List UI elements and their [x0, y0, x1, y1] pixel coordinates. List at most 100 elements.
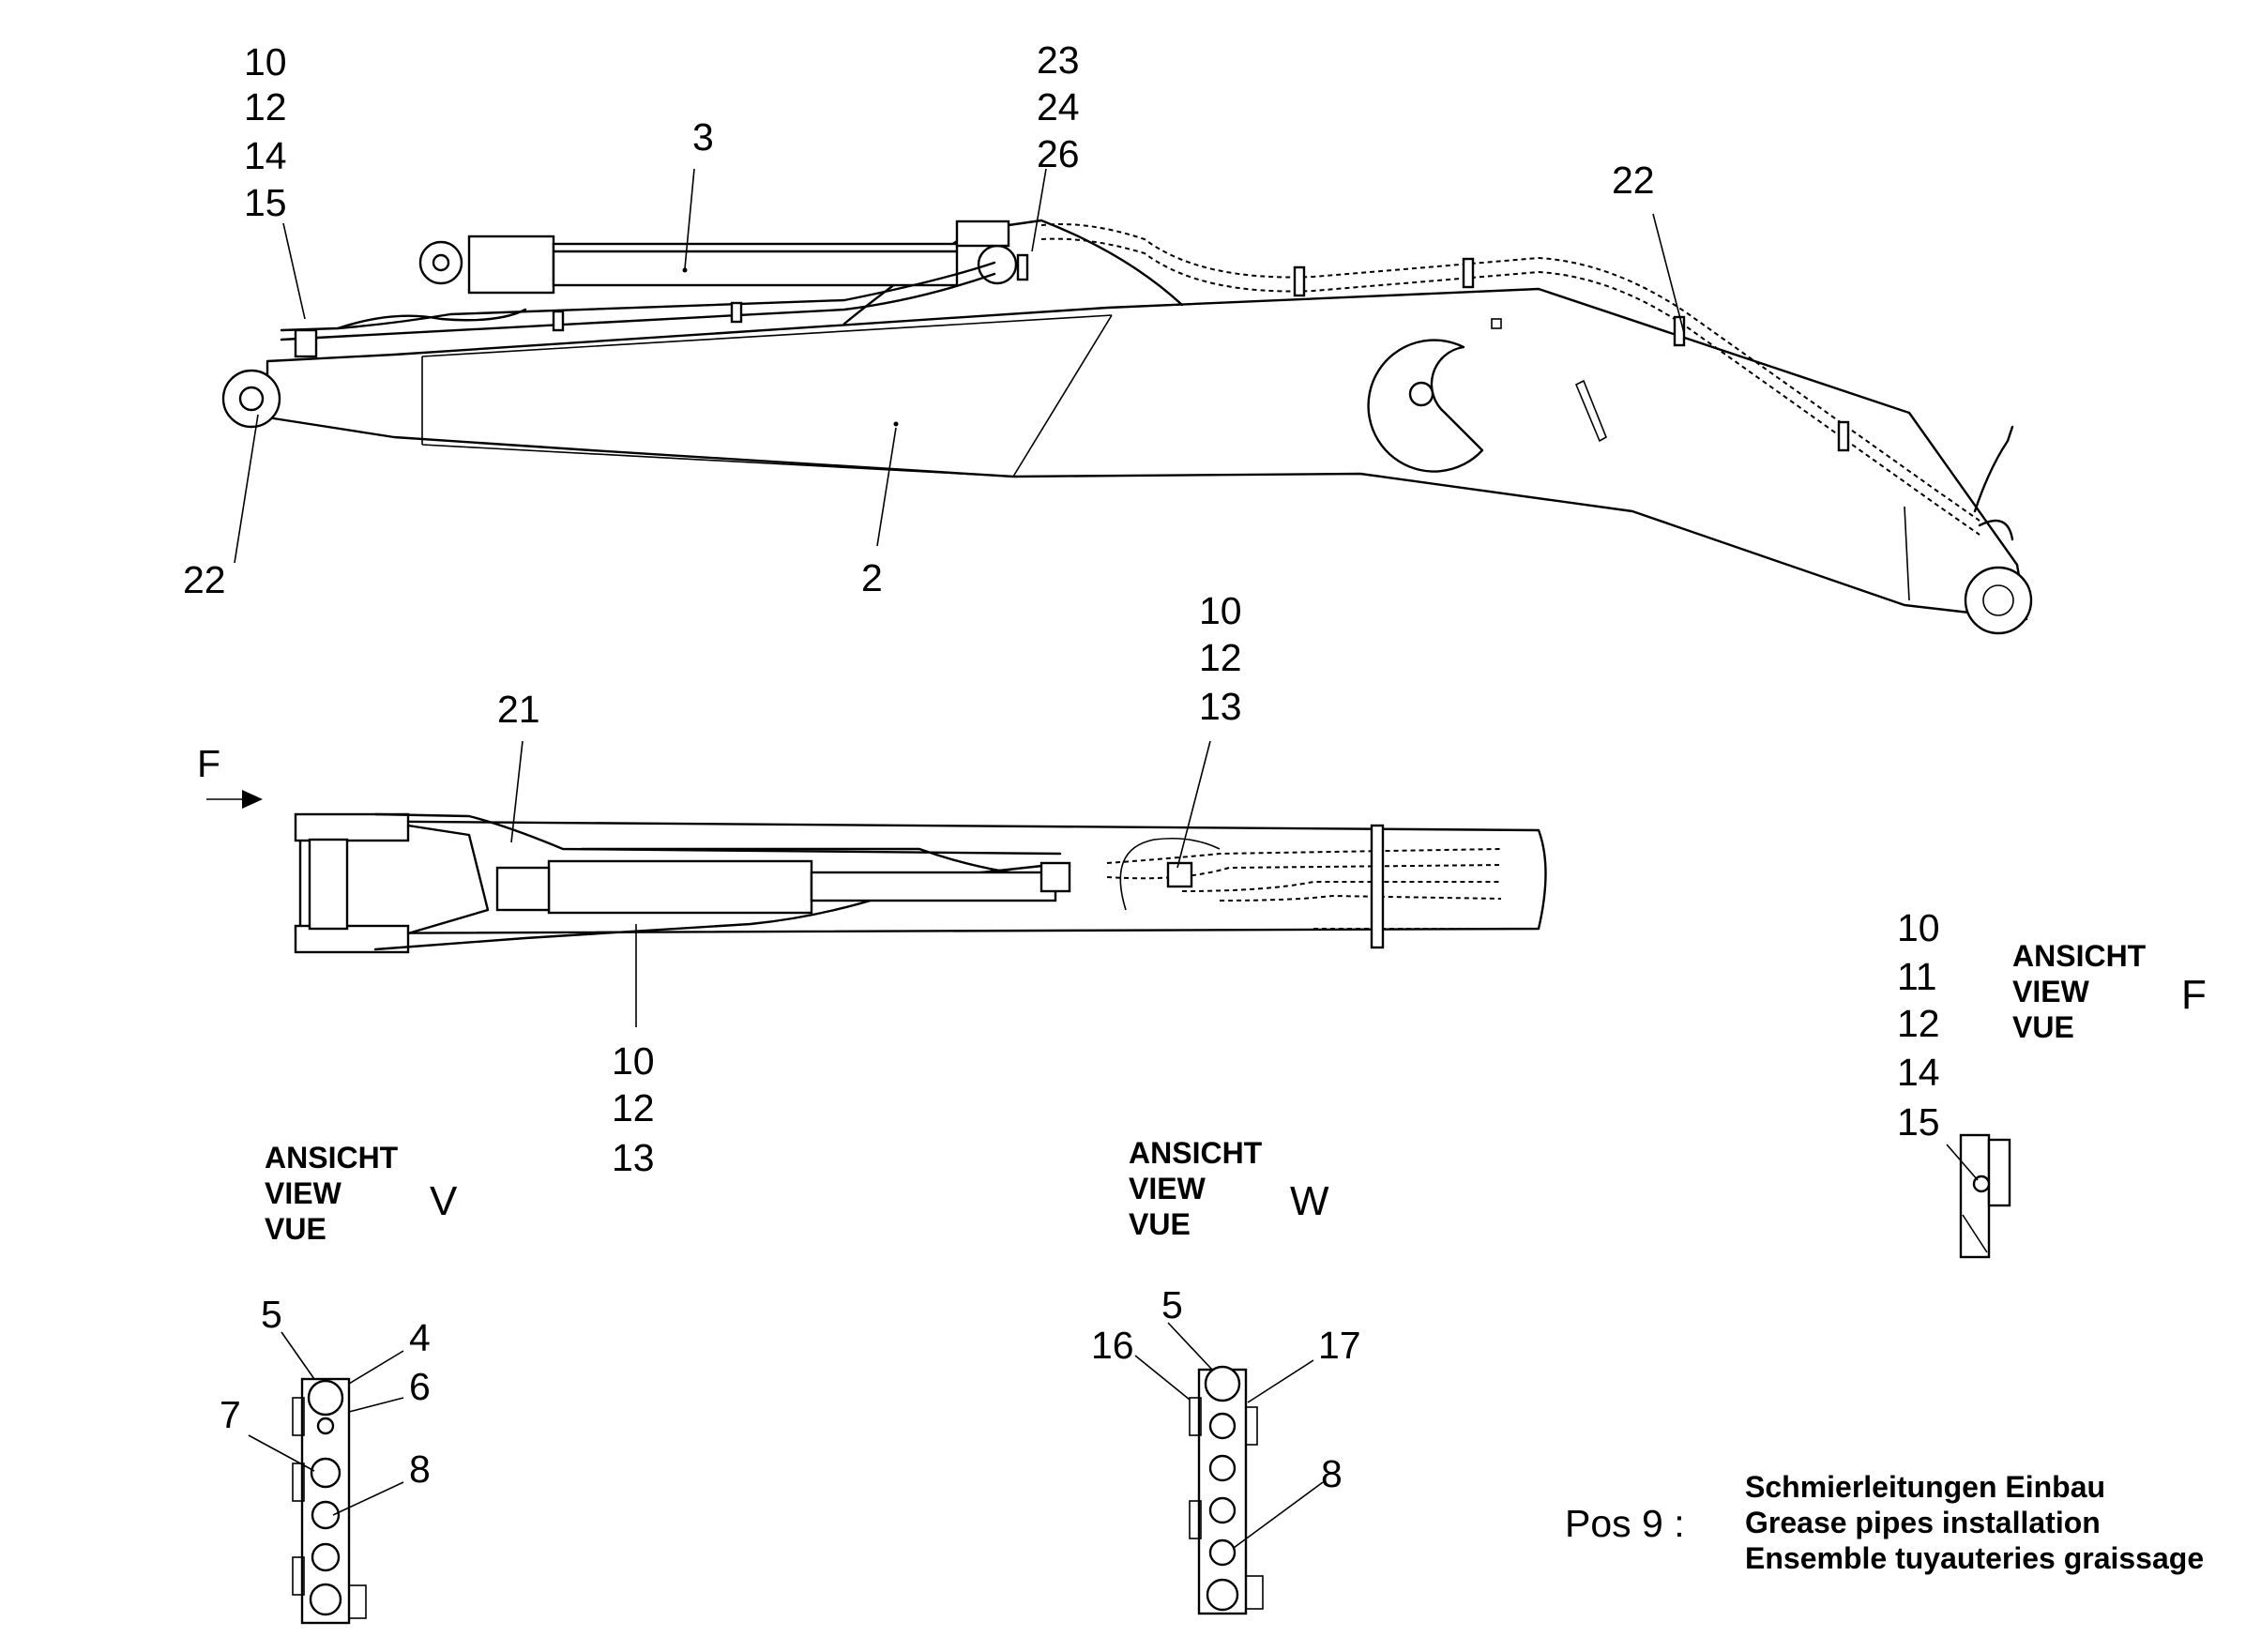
callout-plan-fitting-stack: 10 12 13	[1199, 589, 1242, 728]
leader-lines-w	[1134, 1322, 1324, 1549]
plan-cylinder-rod	[810, 871, 1057, 902]
svg-text:VUE: VUE	[2012, 1010, 2074, 1044]
svg-text:12: 12	[1199, 636, 1242, 679]
hose-upper	[1040, 223, 1980, 522]
callout-cylinder: 3	[692, 115, 714, 159]
boom-plan-view	[206, 790, 1547, 954]
boom-weld-line	[1012, 314, 1113, 477]
leader-lines-plan	[510, 740, 1211, 1027]
svg-text:12: 12	[612, 1086, 655, 1129]
plan-view-arrow-label: F	[197, 742, 220, 785]
plan-hose-4	[1219, 894, 1502, 902]
callout-boom: 2	[861, 556, 883, 599]
title-fr: Ensemble tuyauteries graissage	[1745, 1541, 2204, 1575]
quadrant-pin	[1408, 381, 1434, 407]
position-label: Pos 9 :	[1565, 1502, 1685, 1545]
plan-outline	[298, 819, 1547, 935]
boom-foot-pin	[1964, 566, 2033, 635]
svg-text:6: 6	[409, 1365, 431, 1408]
plan-cylinder-head	[495, 866, 551, 912]
view-v-drawing	[292, 1377, 367, 1625]
svg-text:VIEW: VIEW	[2012, 975, 2090, 1008]
quadrant-plate	[1367, 339, 1484, 473]
grease-pipe-lower	[280, 272, 996, 341]
svg-text:11: 11	[1897, 955, 1937, 998]
svg-text:ANSICHT: ANSICHT	[265, 1141, 399, 1175]
callout-15: 15	[244, 181, 287, 224]
boom-panel	[421, 314, 1113, 477]
svg-text:8: 8	[1321, 1452, 1343, 1495]
boom-foot-pin-inner	[1982, 584, 2014, 616]
view-v-letter: V	[430, 1178, 458, 1224]
callout-top-left-stack: 10 12 14 15	[244, 40, 287, 224]
callout-23: 23	[1037, 38, 1080, 82]
leader-lines-f	[1946, 1144, 1979, 1181]
callout-top-mid-stack: 23 24 26	[1037, 38, 1080, 175]
plan-fitting-2	[1166, 861, 1193, 888]
plan-fitting-1	[1039, 861, 1071, 893]
svg-text:7: 7	[220, 1393, 241, 1436]
leader-lines-v	[248, 1331, 404, 1516]
plan-clamp-main	[1370, 824, 1385, 949]
svg-text:4: 4	[409, 1316, 431, 1359]
boom-tip-pin-inner	[238, 386, 265, 412]
callout-view-v: 5 4 6 7 8	[220, 1293, 431, 1491]
boom-marker	[1491, 318, 1502, 329]
centre-mark-3	[682, 267, 688, 273]
callout-12: 12	[244, 85, 287, 129]
callout-right-hose: 22	[1612, 159, 1655, 202]
plan-hose-1	[1106, 848, 1502, 864]
centre-mark-2	[893, 421, 899, 427]
svg-text:VUE: VUE	[265, 1212, 326, 1246]
pipe-front	[336, 308, 527, 330]
plan-hose-2	[1106, 864, 1502, 880]
hose-lower	[1040, 237, 1980, 536]
hydraulic-cylinder	[418, 220, 1010, 295]
callout-plan-clamp: 21	[497, 688, 540, 731]
svg-text:15: 15	[1897, 1100, 1940, 1144]
plan-tip-block	[308, 838, 349, 931]
svg-text:10: 10	[1199, 589, 1242, 632]
svg-text:8: 8	[409, 1447, 431, 1491]
plan-tip-plate-top	[294, 812, 410, 842]
svg-text:5: 5	[1161, 1283, 1183, 1326]
svg-text:13: 13	[1199, 685, 1242, 728]
svg-text:VIEW: VIEW	[265, 1176, 342, 1210]
svg-text:VUE: VUE	[1129, 1207, 1191, 1241]
callout-plan-pipe-stack: 10 12 13	[612, 1039, 655, 1179]
callout-left-pin: 22	[183, 558, 226, 601]
view-v-heading: ANSICHT VIEW VUE V	[265, 1141, 458, 1246]
svg-text:13: 13	[612, 1136, 655, 1179]
svg-text:14: 14	[1897, 1051, 1940, 1094]
svg-text:5: 5	[261, 1293, 282, 1336]
pipe-clamps	[294, 253, 1850, 452]
view-f-heading: ANSICHT VIEW VUE F	[2012, 939, 2207, 1044]
plan-pipe-a	[373, 812, 1062, 856]
plan-hose-3	[1181, 881, 1501, 892]
boom-slot	[1574, 379, 1608, 443]
svg-text:10: 10	[612, 1039, 655, 1083]
plan-arrow-head	[242, 790, 263, 809]
title-en: Grease pipes installation	[1745, 1506, 2101, 1539]
plan-hub	[1119, 837, 1221, 911]
callout-view-f-stack: 10 11 12 14 15	[1897, 906, 1940, 1144]
callout-24: 24	[1037, 85, 1080, 129]
svg-text:12: 12	[1897, 1002, 1940, 1045]
svg-text:ANSICHT: ANSICHT	[1129, 1136, 1263, 1170]
boom-side-view	[221, 219, 2033, 635]
title-de: Schmierleitungen Einbau	[1745, 1470, 2105, 1504]
svg-text:16: 16	[1091, 1324, 1134, 1367]
view-w-drawing	[1189, 1365, 1264, 1615]
callout-14: 14	[244, 134, 287, 177]
leader-lines-side	[234, 168, 1685, 564]
pipe-boom-end	[1973, 425, 2014, 541]
boom-lower-edge	[1904, 506, 1910, 601]
svg-text:VIEW: VIEW	[1129, 1172, 1206, 1205]
callout-10: 10	[244, 40, 287, 83]
plan-cylinder	[547, 859, 813, 915]
grease-pipe-upper	[280, 261, 996, 332]
svg-text:ANSICHT: ANSICHT	[2012, 939, 2147, 973]
position-title-block: Pos 9 : Schmierleitungen Einbau Grease p…	[1565, 1470, 2204, 1575]
view-f-letter: F	[2181, 972, 2207, 1018]
